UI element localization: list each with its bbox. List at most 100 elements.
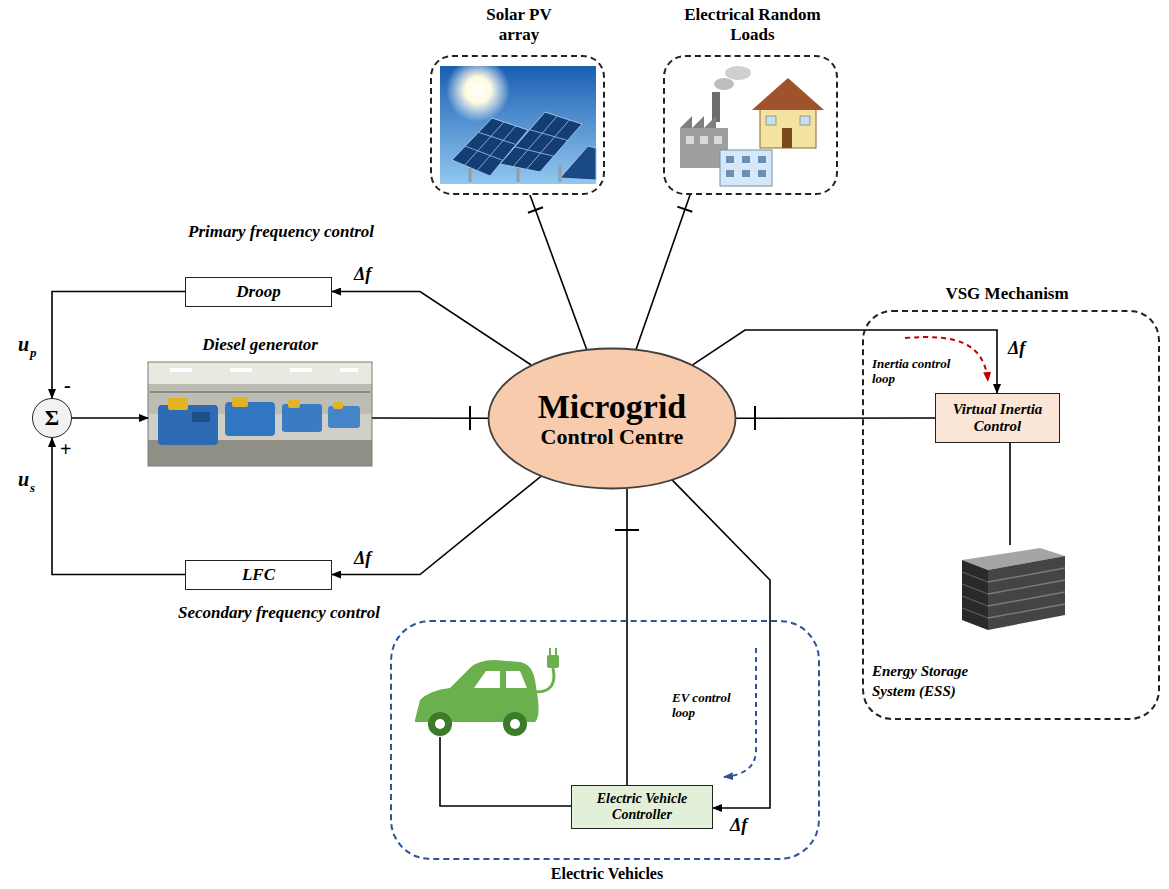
dashed-group-box: VSG MechanismVirtual Inertia ControlEner… <box>862 310 1160 720</box>
connector <box>72 417 148 419</box>
ellipse-outline <box>489 349 736 489</box>
solar-pv-illustration <box>560 146 596 180</box>
signal-label: Δf <box>728 814 749 836</box>
diesel-generator-photo <box>232 397 248 407</box>
car-wire <box>440 737 571 806</box>
section-label: Secondary frequency control <box>178 603 380 623</box>
node-title: LFC <box>242 565 275 585</box>
diesel-generator-photo <box>290 368 312 372</box>
electric-car-icon <box>510 719 520 729</box>
controller-box: Electric Vehicle Controller <box>571 785 713 829</box>
controller-box: Droop <box>185 277 332 307</box>
solar-pv-illustration <box>478 132 515 144</box>
loads-illustration <box>726 170 734 177</box>
connector <box>332 292 531 366</box>
solar-pv-illustration <box>469 168 472 182</box>
electric-car-icon <box>549 648 551 655</box>
battery-rack-illustration <box>962 608 988 618</box>
connector <box>332 476 541 574</box>
group-heading: Diesel generator <box>148 335 372 355</box>
loop-note: Inertia control loop <box>872 356 968 386</box>
diesel-generator-photo <box>148 362 372 466</box>
signal-subscript: p <box>30 345 37 361</box>
loads-illustration <box>752 78 824 110</box>
connector <box>52 292 185 399</box>
diesel-generator-photo <box>225 402 275 436</box>
loads-illustration <box>726 156 734 163</box>
loads-illustration <box>782 128 792 148</box>
storage-figure: Energy Storage System (ESS) <box>958 545 1065 630</box>
electric-car-icon <box>415 648 559 736</box>
diesel-generator-photo <box>158 405 218 445</box>
loads-illustration <box>714 78 734 90</box>
signal-label: Δf <box>1006 337 1027 359</box>
connector <box>636 195 690 349</box>
loads-illustration <box>742 170 750 177</box>
node-title: Microgrid <box>538 389 687 425</box>
diesel-generator-photo <box>148 362 372 466</box>
node-title: Electric Vehicle Controller <box>576 791 708 823</box>
battery-rack-illustration <box>988 556 1065 630</box>
node-title: Droop <box>236 282 280 302</box>
loads-illustration <box>725 66 751 80</box>
group-heading: Energy Storage System (ESS) <box>872 661 1007 701</box>
battery-rack-illustration <box>962 548 1065 630</box>
solar-pv-illustration <box>526 120 569 169</box>
dashed-group-box: Solar PV array <box>430 55 605 195</box>
battery-rack-illustration <box>962 596 988 606</box>
control-centre-ellipse: MicrogridControl Centre <box>487 347 737 490</box>
solar-pv-illustration <box>465 146 502 160</box>
loads-illustration <box>700 136 708 144</box>
electric-car-icon <box>555 648 557 655</box>
connector <box>372 417 488 419</box>
ev-loop-arrow <box>724 648 756 777</box>
dashed-group-box: Electric VehiclesElectric Vehicle Contro… <box>390 620 820 860</box>
controller-box: LFC <box>185 560 332 590</box>
diesel-generator-photo <box>170 368 192 372</box>
diesel-generator-photo <box>192 412 210 422</box>
solar-pv-illustration <box>517 166 520 182</box>
solar-pv-illustration <box>530 130 568 141</box>
connector <box>693 330 997 393</box>
loads-illustration <box>714 136 722 144</box>
battery-rack-illustration <box>962 572 988 582</box>
node-title: Virtual Inertia Control <box>940 401 1055 436</box>
section-label: Primary frequency control <box>188 222 374 242</box>
battery-rack-illustration <box>962 560 988 630</box>
group-heading: Solar PV array <box>469 5 569 45</box>
electric-car-icon <box>428 712 452 736</box>
electric-car-icon <box>547 655 559 668</box>
electric-car-icon <box>415 660 539 722</box>
diesel-generator-photo <box>150 391 370 393</box>
loads-illustration <box>758 170 766 177</box>
battery-rack-illustration <box>988 592 1065 606</box>
loop-note: EV control loop <box>672 690 748 720</box>
diesel-generator-photo <box>328 406 360 428</box>
diesel-generator-photo <box>148 362 372 384</box>
loads-illustration <box>742 156 750 163</box>
summing-junction: Σ <box>32 398 72 438</box>
generator-figure: Diesel generator <box>148 362 372 466</box>
connector <box>530 195 587 350</box>
loads-illustration <box>680 116 728 128</box>
group-heading: VSG Mechanism <box>912 284 1102 304</box>
battery-rack-illustration <box>988 604 1065 618</box>
loads-illustration <box>686 136 694 144</box>
diesel-generator-photo <box>148 362 372 466</box>
solar-pv-illustration <box>559 165 562 182</box>
battery-rack-illustration <box>988 568 1065 582</box>
electric-car-icon <box>503 712 527 736</box>
node-subtitle: Control Centre <box>541 425 684 448</box>
loads-illustration <box>680 66 824 186</box>
loads-illustration <box>766 116 776 125</box>
sign-symbol: + <box>60 438 71 461</box>
bus-tick-marks <box>470 207 755 530</box>
solar-pv-illustration <box>465 122 504 165</box>
connector <box>626 489 628 786</box>
node-title: Σ <box>45 405 59 430</box>
group-heading: Electric Vehicles <box>392 864 822 884</box>
connector <box>1009 443 1011 545</box>
battery-rack-illustration <box>962 584 988 594</box>
loads-illustration <box>800 116 810 125</box>
